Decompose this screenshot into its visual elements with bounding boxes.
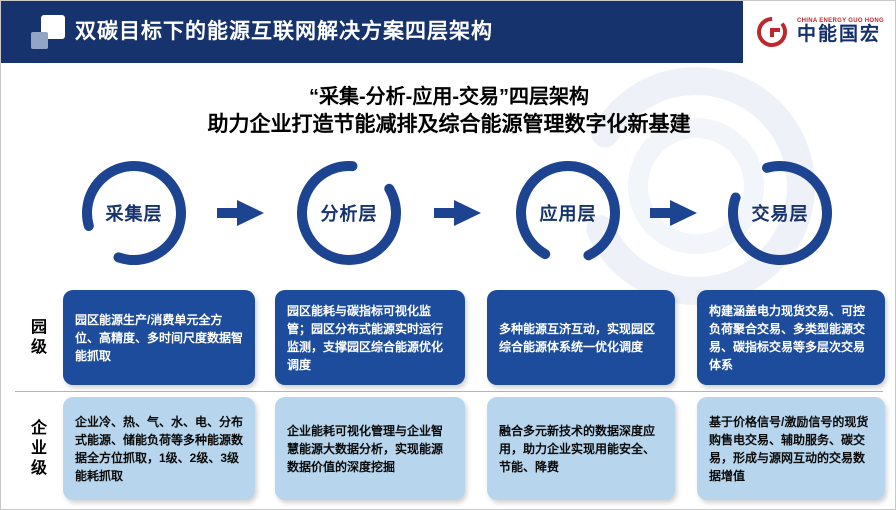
logo-text: CHINA ENERGY GUO HONG 中能国宏 xyxy=(797,18,884,45)
company-logo: CHINA ENERGY GUO HONG 中能国宏 xyxy=(743,1,895,63)
layer-application: 应用层 xyxy=(513,158,623,268)
cell-park-trading: 构建涵盖电力现货交易、可控负荷聚合交易、多类型能源交易、碳指标交易等多层次交易体… xyxy=(697,290,885,385)
subtitle-line1: “采集-分析-应用-交易”四层架构 xyxy=(309,86,589,108)
cell-enterprise-trading: 基于价格信号/激励信号的现货购售电交易、辅助服务、碳交易，形成与源网互动的交易数… xyxy=(697,397,885,500)
layer-analysis: 分析层 xyxy=(294,158,404,268)
row-divider xyxy=(15,391,883,392)
cell-park-acquisition: 园区能源生产/消费单元全方位、高精度、多时间尺度数据智能抓取 xyxy=(63,290,255,385)
layer-label: 应用层 xyxy=(539,204,597,224)
header-bar: 双碳目标下的能源互联网解决方案四层架构 CHINA ENERGY GUO HON… xyxy=(1,1,895,63)
layer-acquisition: 采集层 xyxy=(79,158,189,268)
layer-label: 采集层 xyxy=(105,204,163,224)
layer-ring-icon xyxy=(82,161,186,265)
logo-text-en: CHINA ENERGY GUO HONG xyxy=(797,18,884,25)
logo-text-cn: 中能国宏 xyxy=(797,23,882,45)
layer-label: 分析层 xyxy=(320,204,378,224)
cell-park-analysis: 园区能耗与碳指标可视化监管；园区分布式能源实时运行监测，支撑园区综合能源优化调度 xyxy=(275,290,465,385)
layer-ring-icon xyxy=(297,161,401,265)
arrow-right-icon xyxy=(434,199,482,227)
arrow-right-icon xyxy=(650,199,698,227)
cell-enterprise-analysis: 企业能耗可视化管理与企业智慧能源大数据分析，实现能源数据价值的深度挖掘 xyxy=(275,397,465,500)
title-bullet-icon xyxy=(31,15,65,49)
cell-enterprise-acquisition: 企业冷、热、气、水、电、分布式能源、储能负荷等多种能源数据全方位抓取，1级、2级… xyxy=(63,397,255,500)
layer-label: 交易层 xyxy=(751,204,809,224)
row-label-enterprise: 企业级 xyxy=(28,418,45,479)
layer-trading: 交易层 xyxy=(725,158,835,268)
logo-mark-icon xyxy=(757,17,787,47)
cell-park-application: 多种能源互济互动，实现园区综合能源体系统一优化调度 xyxy=(487,290,675,385)
subtitle-line2: 助力企业打造节能减排及综合能源管理数字化新基建 xyxy=(207,113,691,136)
arrow-right-icon xyxy=(217,199,265,227)
cell-enterprise-application: 融合多元新技术的数据深度应用，助力企业实现用能安全、节能、降费 xyxy=(487,397,675,500)
row-label-park: 园级 xyxy=(28,317,45,358)
page-title: 双碳目标下的能源互联网解决方案四层架构 xyxy=(75,20,493,43)
